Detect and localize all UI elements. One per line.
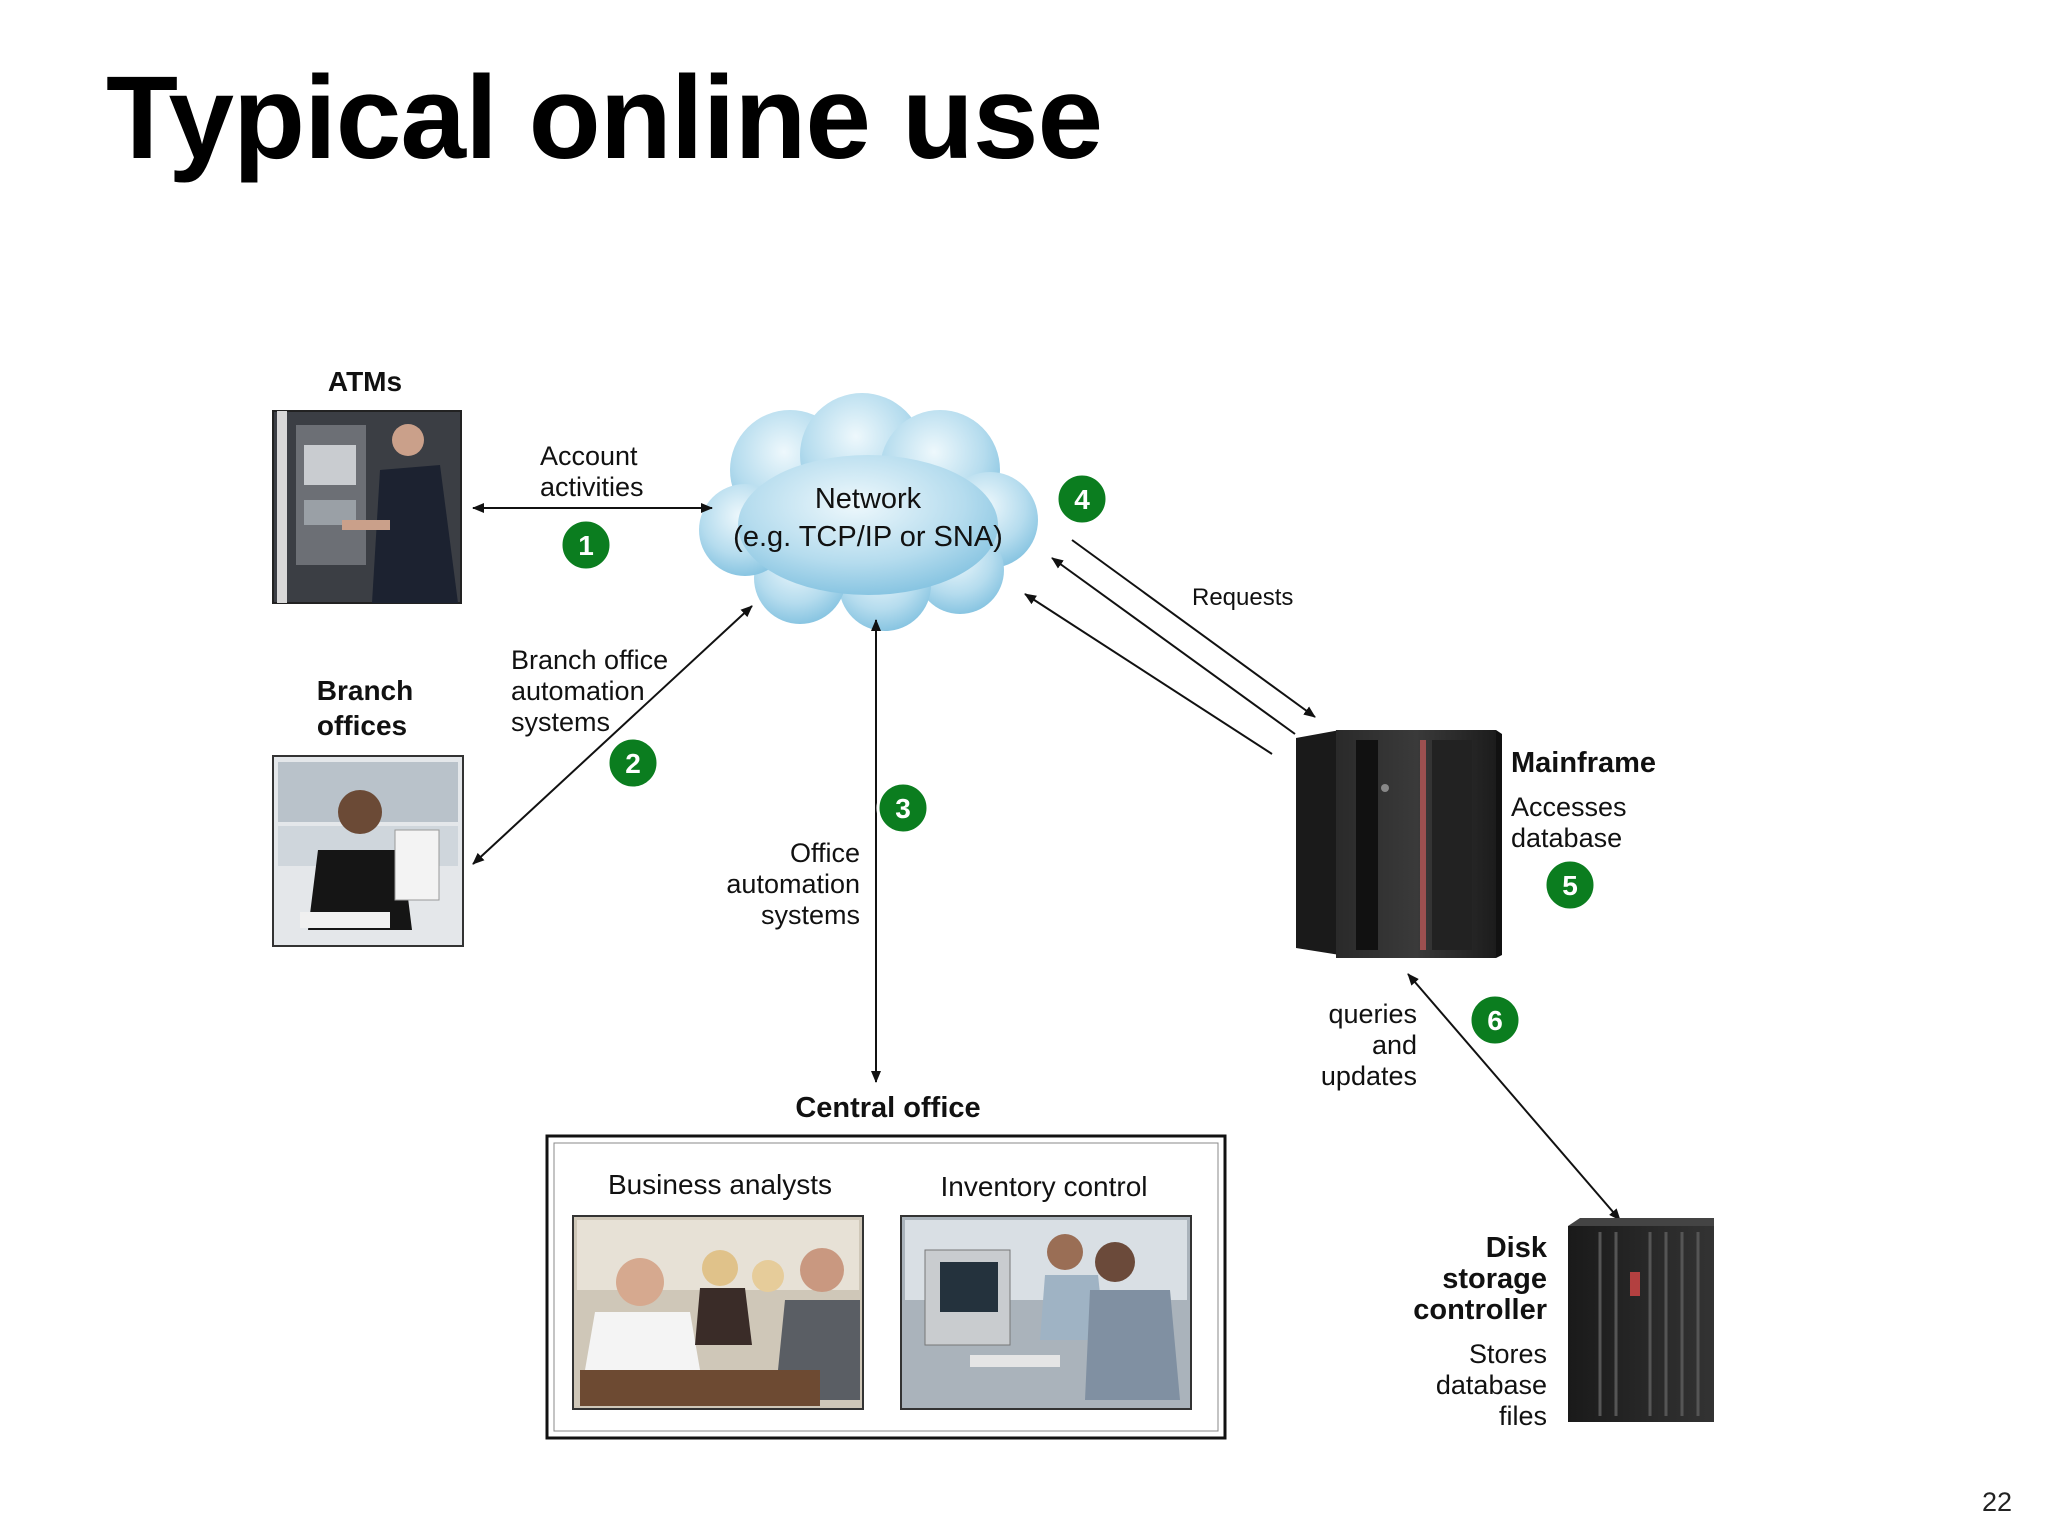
request-arrow-1: [1071, 539, 1316, 718]
central-office-box: [545, 1134, 1227, 1440]
office-systems-line2: automation: [726, 869, 860, 899]
atms-label: ATMs: [328, 366, 402, 397]
branch-label-line1: Branch: [317, 675, 413, 706]
branch-systems-line3: systems: [511, 707, 610, 737]
network-cloud: Network (e.g. TCP/IP or SNA): [699, 393, 1038, 631]
disk-label-line2: storage: [1442, 1263, 1547, 1295]
response-arrow-2: [1024, 593, 1273, 755]
atm-photo: [272, 410, 462, 604]
svg-text:2: 2: [625, 748, 641, 779]
step-badge-2: 2: [606, 736, 660, 790]
step-badge-1: 1: [559, 518, 613, 572]
office-systems-line1: Office: [790, 838, 860, 868]
disk-desc-line1: Stores: [1469, 1339, 1547, 1369]
queries-line2: and: [1372, 1030, 1417, 1060]
svg-text:3: 3: [895, 793, 911, 824]
mainframe-desc-line1: Accesses: [1511, 792, 1627, 822]
svg-text:4: 4: [1074, 484, 1090, 515]
mainframe-photo: [1296, 730, 1502, 958]
queries-line3: updates: [1321, 1061, 1417, 1091]
requests-label: Requests: [1192, 584, 1293, 611]
disk-label-line1: Disk: [1486, 1232, 1548, 1264]
mainframe-label: Mainframe: [1511, 747, 1656, 779]
branch-systems-line2: automation: [511, 676, 645, 706]
branch-systems-line1: Branch office: [511, 645, 668, 675]
svg-text:1: 1: [578, 530, 594, 561]
network-label: Network: [815, 483, 922, 515]
office-systems-line3: systems: [761, 900, 860, 930]
branch-label-line2: offices: [317, 710, 407, 741]
branch-office-photo: [272, 755, 464, 947]
step-badge-6: 6: [1468, 993, 1522, 1047]
mainframe-disk-arrow: [1407, 973, 1621, 1221]
disk-label-line3: controller: [1413, 1294, 1547, 1326]
account-label-line2: activities: [540, 472, 644, 502]
disk-storage-photo: [1568, 1218, 1714, 1422]
branch-network-arrow: [472, 605, 753, 865]
business-analysts-label: Business analysts: [608, 1169, 832, 1200]
svg-text:5: 5: [1562, 870, 1578, 901]
inventory-control-label: Inventory control: [941, 1171, 1148, 1202]
queries-line1: queries: [1328, 999, 1417, 1029]
svg-text:6: 6: [1487, 1005, 1503, 1036]
page-number: 22: [1981, 1487, 2012, 1517]
disk-desc-line2: database: [1436, 1370, 1547, 1400]
step-badge-4: 4: [1055, 472, 1109, 526]
mainframe-desc-line2: database: [1511, 823, 1622, 853]
page-title: Typical online use: [106, 52, 1103, 184]
business-analysts-photo: [572, 1215, 864, 1410]
step-badge-3: 3: [876, 781, 930, 835]
inventory-control-photo: [900, 1215, 1192, 1410]
account-label-line1: Account: [540, 441, 638, 471]
central-office-label: Central office: [795, 1092, 980, 1124]
disk-desc-line3: files: [1499, 1401, 1547, 1431]
step-badge-5: 5: [1543, 858, 1597, 912]
network-protocols: (e.g. TCP/IP or SNA): [733, 521, 1003, 553]
response-arrow-1: [1051, 557, 1296, 735]
